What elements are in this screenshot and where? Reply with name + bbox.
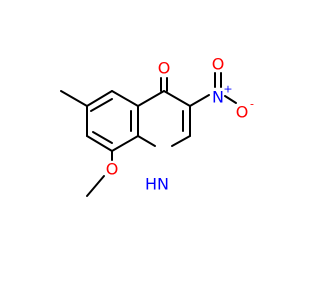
- nitro-nitrogen-label: N: [212, 88, 224, 107]
- methoxy-oxygen-label: O: [106, 160, 119, 179]
- bond-n1-c8a: [137, 135, 156, 147]
- ring-nh-hydrogen-label: H: [145, 175, 157, 194]
- bond-c3-n-nitro: [189, 94, 210, 107]
- nitro-oxygen-right-charge: -: [250, 98, 254, 111]
- bond-n-o-right: [224, 95, 237, 104]
- substituent-bonds: [60, 72, 237, 197]
- nitro-oxygen-top-label: O: [212, 55, 225, 74]
- bond-c4a-c5: [111, 90, 139, 107]
- bond-o-methyl: [86, 175, 105, 197]
- carbonyl-oxygen-label: O: [158, 59, 171, 78]
- bond-c8-c8a: [111, 135, 139, 152]
- bond-c7-c8-inner: [92, 131, 113, 144]
- bond-c2-n1: [171, 135, 191, 147]
- nitro-oxygen-right-label: O: [236, 103, 249, 122]
- bond-c4-c3: [163, 90, 191, 107]
- bond-c6-methyl: [60, 90, 88, 107]
- bond-c5-c6: [86, 90, 113, 107]
- chemical-structure-diagram: O N + O O - H N O: [60, 55, 254, 197]
- bond-c5-c6-inner: [90, 98, 113, 112]
- bond-c4a-c4: [137, 90, 165, 107]
- ring-nitrogen-label: N: [157, 175, 169, 194]
- benzene-ring: [86, 90, 139, 152]
- bond-c7-c8: [86, 135, 113, 152]
- nitro-nitrogen-charge: +: [223, 83, 232, 96]
- pyridinone-ring: [137, 90, 191, 147]
